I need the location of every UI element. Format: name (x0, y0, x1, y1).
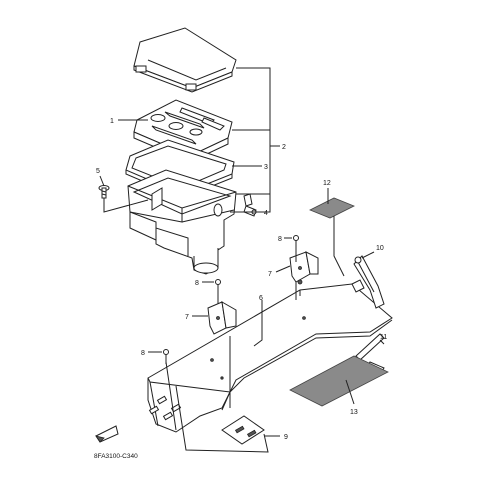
callout-7-lower: 7 (185, 314, 189, 321)
label-sheet-12 (309, 197, 355, 219)
screw-5 (98, 185, 110, 199)
plate-9 (221, 415, 265, 445)
callout-8-middle: 8 (195, 280, 199, 287)
callout-7-upper: 7 (268, 271, 272, 278)
callout-8-lower: 8 (141, 350, 145, 357)
bolt-8-middle (215, 279, 221, 294)
callout-9: 9 (284, 434, 288, 441)
callout-5: 5 (96, 168, 100, 175)
bracket-7-upper (289, 251, 319, 285)
tool-tray (133, 99, 233, 163)
callout-6: 6 (259, 295, 263, 302)
callout-11: 11 (380, 334, 387, 341)
bolt-8-upper (293, 235, 299, 250)
bracket-7-lower (207, 301, 237, 335)
strap-10 (353, 255, 385, 309)
callout-10: 10 (376, 245, 384, 252)
box-lid (133, 27, 237, 93)
box-body (127, 169, 237, 275)
bolt-8-lower (163, 349, 169, 364)
callout-3: 3 (264, 164, 268, 171)
callout-2: 2 (282, 144, 286, 151)
callout-13: 13 (350, 409, 358, 416)
callout-4: 4 (264, 210, 268, 217)
callout-1: 1 (110, 118, 114, 125)
callout-8-upper: 8 (278, 236, 282, 243)
leader-lines (99, 67, 385, 453)
tray-panel-6 (147, 279, 393, 433)
sheet-13 (289, 355, 389, 407)
diagram-code: 8FA3100-C340 (94, 453, 138, 460)
front-arrow-icon (95, 425, 119, 443)
clip-4 (243, 193, 257, 217)
callout-12: 12 (323, 180, 331, 187)
